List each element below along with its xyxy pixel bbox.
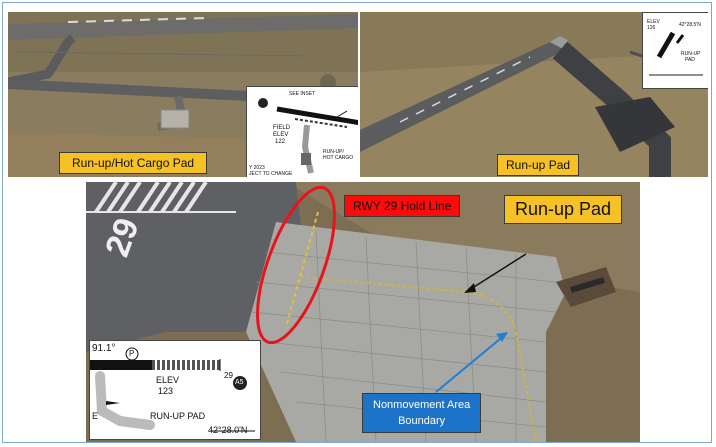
elev-label: ELEV xyxy=(273,132,289,138)
elev-label-right: ELEV xyxy=(647,19,660,25)
airport-diagram-right xyxy=(643,13,708,88)
photo-runup-pad-top: ELEV 126 42°28.5'N RUN-UP PAD Run-up Pad xyxy=(360,12,708,177)
aerial-image-bottom xyxy=(86,182,640,442)
runup-pad-text: RUN-UP PAD xyxy=(150,411,206,421)
photo-runup-hot-cargo-pad: SEE INSET FIELD ELEV 122 RUN-UP/ HOT CAR… xyxy=(8,12,358,177)
nonmovement-line2: Boundary xyxy=(398,415,446,427)
elev-value: 122 xyxy=(275,139,286,145)
chart-inset-left: SEE INSET FIELD ELEV 122 RUN-UP/ HOT CAR… xyxy=(246,86,358,177)
latitude-bottom: 42°28.0'N xyxy=(208,425,248,435)
elev-label-bottom: ELEV xyxy=(156,375,180,385)
hotspot-a5: A5 xyxy=(235,379,244,386)
airport-diagram-left xyxy=(247,87,358,177)
chart-date-note: Y 2023 xyxy=(249,165,265,171)
latitude-right: 42°28.5'N xyxy=(679,22,701,28)
runway-end-29: 29 xyxy=(224,371,233,380)
caption-runup-pad-top: Run-up Pad xyxy=(497,154,580,176)
subject-to-change-note: JECT TO CHANGE xyxy=(249,171,293,177)
runup-pad-line2: PAD xyxy=(685,57,695,63)
chart-inset-right: ELEV 126 42°28.5'N RUN-UP PAD xyxy=(642,12,708,89)
nonmovement-area-boundary-label: Nonmovement Area Boundary xyxy=(362,393,482,433)
caption-runup-hot-cargo: Run-up/Hot Cargo Pad xyxy=(59,152,208,174)
runup-pad-label-bottom: Run-up Pad xyxy=(504,195,623,224)
elev-value-right: 126 xyxy=(647,25,656,31)
runup-hot-cargo-line1: RUN-UP/ xyxy=(323,149,344,155)
photo-runup-pad-bottom: 29 RWY 29 Hold Line Run-up Pad Nonmoveme… xyxy=(86,182,640,442)
field-label: FIELD xyxy=(273,125,291,131)
nonmovement-line1: Nonmovement Area xyxy=(373,399,471,411)
runup-pad-line1: RUN-UP xyxy=(681,51,701,57)
e-label: E xyxy=(92,411,99,421)
chart-inset-bottom: 91.1° P ELEV 123 29 A5 RUN-UP PAD E 42°2… xyxy=(89,340,261,440)
rwy29-hold-line-label: RWY 29 Hold Line xyxy=(344,195,461,217)
runup-hot-cargo-line2: HOT CARGO xyxy=(323,155,354,161)
p-symbol: P xyxy=(129,349,135,358)
see-inset-text: SEE INSET xyxy=(289,91,316,97)
heading-text: 91.1° xyxy=(92,343,116,354)
figure-frame: SEE INSET FIELD ELEV 122 RUN-UP/ HOT CAR… xyxy=(2,2,712,443)
airport-diagram-bottom xyxy=(90,341,260,439)
elev-value-bottom: 123 xyxy=(158,386,174,396)
